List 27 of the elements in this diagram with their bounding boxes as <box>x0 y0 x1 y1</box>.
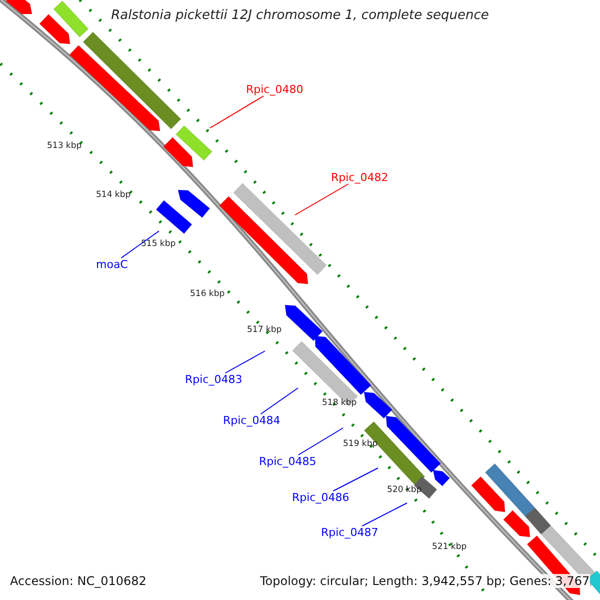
title: Ralstonia pickettii 12J chromosome 1, complete sequence <box>110 8 490 23</box>
position-tick-label: 515 kbp <box>141 239 176 249</box>
position-tick-label: 513 kbp <box>47 141 82 151</box>
gene-label: Rpic_0484 <box>223 414 280 427</box>
leader-line <box>298 428 344 456</box>
leader-line <box>120 230 160 258</box>
position-tick-label: 521 kbp <box>432 542 467 552</box>
position-tick-label: 518 kbp <box>322 398 357 408</box>
summary-text: Topology: circular; Length: 3,942,557 bp; Genes: 3,767 <box>260 574 590 588</box>
gene-label: moaC <box>96 258 128 271</box>
leader-line <box>224 350 266 374</box>
gene-label: Rpic_0480 <box>246 83 304 96</box>
gene-label: Rpic_0485 <box>259 455 316 468</box>
gene-label: Rpic_0487 <box>321 526 378 539</box>
leader-line <box>294 184 349 216</box>
gene-label: Rpic_0483 <box>185 373 242 386</box>
leader-line <box>210 96 264 128</box>
leader-line <box>260 388 298 414</box>
gene-label: Rpic_0482 <box>331 171 388 184</box>
position-tick-label: 514 kbp <box>96 190 131 200</box>
leader-line <box>362 502 408 526</box>
leader-line <box>332 468 378 492</box>
accession-text: Accession: NC_010682 <box>10 574 146 588</box>
position-tick-label: 517 kbp <box>247 325 282 335</box>
gene-label: Rpic_0486 <box>292 491 350 504</box>
position-tick-label: 520 kbp <box>387 485 422 495</box>
position-tick-label: 516 kbp <box>190 289 225 299</box>
